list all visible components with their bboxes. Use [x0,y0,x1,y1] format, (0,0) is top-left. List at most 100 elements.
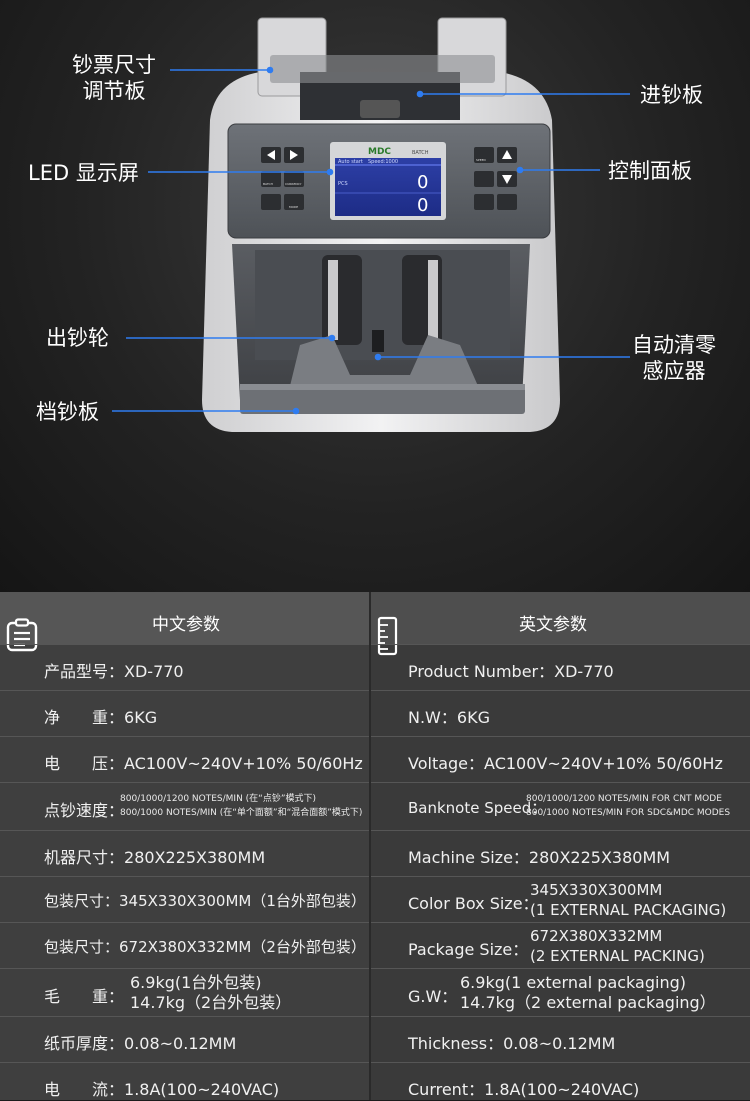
screen-pcs-label: PCS [338,181,348,187]
spec-row: 净 重：6KG [0,690,369,737]
spec-row: Thickness：0.08~0.12MM [371,1016,750,1063]
spec-row: 电 压：AC100V~240V+10% 50/60Hz [0,736,369,783]
spec-value-line: 800/1000 NOTES/MIN (在“单个面额”和“混合面额”模式下) [120,808,363,818]
spec-label: 电 流： [44,1080,125,1099]
spec-value: 280X225X380MM [124,848,266,867]
speed-button-label: SPEED [476,158,486,162]
english-spec-column: 英文参数 Product Number：XD-770 N.W：6KG Volta… [371,592,750,1100]
spec-row: Banknote Speed： 800/1000/1200 NOTES/MIN … [371,782,750,831]
spec-table: 中文参数 产品型号：XD-770 净 重：6KG 电 压：AC100V~240V… [0,592,750,1100]
spec-value-line: 800/1000 NOTES/MIN FOR SDC&MDC MODES [526,808,731,818]
spec-value: XD-770 [554,662,614,681]
spec-label: Color Box Size： [408,894,539,913]
spec-value: 1.8A(100~240VAC) [124,1080,280,1099]
spec-value: 672X380X332MM（2台外部包装） [119,938,366,956]
spec-row: 电 流：1.8A(100~240VAC) [0,1062,369,1101]
screen-count-top: 0 [417,172,429,193]
callout-feed-board: 进钞板 [640,83,703,107]
screen-count-bottom: 0 [417,195,429,216]
spec-value: 0.08~0.12MM [503,1034,616,1053]
chinese-column-title: 中文参数 [152,615,220,635]
spec-row: 产品型号：XD-770 [0,644,369,691]
callout-size-board: 钞票尺寸 调节板 [72,52,156,104]
spec-row: 机器尺寸：280X225X380MM [0,830,369,877]
spec-row: Current：1.8A(100~240VAC) [371,1062,750,1101]
spec-value-line: 14.7kg（2 external packaging） [460,993,716,1012]
spec-row: 包装尺寸：672X380X332MM（2台外部包装） [0,922,369,969]
screen-brand: MDC [368,147,392,157]
callout-sensor-line2: 感应器 [642,359,706,383]
spec-row: Machine Size：280X225X380MM [371,830,750,877]
spec-value-line: (2 EXTERNAL PACKING) [530,947,705,965]
spec-value: 345X330X300MM（1台外部包装） [119,892,366,910]
ruler-icon [377,616,398,656]
spec-label: Product Number： [408,662,555,681]
spec-row: Voltage：AC100V~240V+10% 50/60Hz [371,736,750,783]
spec-label: 产品型号： [44,662,125,681]
spec-value-line: 14.7kg（2台外包装） [130,993,292,1012]
spec-row: Package Size： 672X380X332MM (2 EXTERNAL … [371,922,750,969]
spec-row: G.W： 6.9kg(1 external packaging) 14.7kg（… [371,968,750,1017]
batch-button-label: BATCH [263,182,273,186]
spec-value: 6KG [456,708,490,727]
spec-value: 1.8A(100~240VAC) [484,1080,640,1099]
spec-value: XD-770 [124,662,184,681]
product-hero: MDC BATCH Auto start Speed:1000 PCS 0 0 … [0,0,750,592]
callout-auto-clear-sensor: 自动清零 感应器 [632,332,716,384]
spec-label: Package Size： [408,940,529,959]
screen-auto-start: Auto start [338,159,363,165]
spec-label: 电 压： [44,754,125,773]
spec-row: Color Box Size： 345X330X300MM (1 EXTERNA… [371,876,750,923]
spec-value-line: 6.9kg(1 external packaging) [460,973,686,992]
callout-control-panel: 控制面板 [608,159,692,183]
spec-label: 净 重： [44,708,125,727]
spec-value: 280X225X380MM [528,848,671,867]
spec-label: 包装尺寸： [44,892,120,910]
clipboard-icon [6,618,38,652]
column-divider [369,592,371,1100]
spec-value-line: 672X380X332MM [530,927,663,945]
spec-label: Current： [408,1080,485,1099]
spec-label: G.W： [408,987,458,1006]
callout-size-board-line2: 调节板 [82,79,146,103]
screen-batch-label: BATCH [412,150,429,156]
spec-label: Banknote Speed： [408,799,547,817]
spec-value-line: 345X330X300MM [530,881,663,899]
spec-row: 点钞速度： 800/1000/1200 NOTES/MIN (在“点钞”模式下)… [0,782,369,831]
spec-row: 纸币厚度：0.08~0.12MM [0,1016,369,1063]
spec-value-line: 800/1000/1200 NOTES/MIN (在“点钞”模式下) [120,794,317,804]
spec-value: AC100V~240V+10% 50/60Hz [124,754,363,773]
spec-row: 毛 重： 6.9kg(1台外包装) 14.7kg（2台外包装） [0,968,369,1017]
spec-label: N.W： [408,708,457,727]
spec-label: 机器尺寸： [44,848,125,867]
spec-label: 包装尺寸： [44,938,120,956]
chinese-spec-column: 中文参数 产品型号：XD-770 净 重：6KG 电 压：AC100V~240V… [0,592,369,1100]
spec-label: 纸币厚度： [44,1034,125,1053]
spec-label: Thickness： [408,1034,504,1053]
spec-row: 包装尺寸：345X330X300MM（1台外部包装） [0,876,369,923]
spec-row: Product Number：XD-770 [371,644,750,691]
spec-value: AC100V~240V+10% 50/60Hz [484,754,723,773]
banknote-counter-illustration [112,17,630,432]
callout-size-board-line1: 钞票尺寸 [72,53,156,77]
callout-sensor-line1: 自动清零 [632,333,716,357]
english-column-header: 英文参数 [371,592,750,656]
spec-label: Machine Size： [408,848,529,867]
currency-button-label: CURRENCY [285,182,302,186]
callout-stop-board: 档钞板 [36,400,99,424]
spec-label: Voltage： [408,754,485,773]
screen-speed: Speed:1000 [368,159,399,165]
spec-value: 6KG [124,708,158,727]
spec-label: 点钞速度： [44,801,125,820]
spec-value-line: (1 EXTERNAL PACKAGING) [530,901,727,919]
spec-value: 0.08~0.12MM [124,1034,237,1053]
spec-value-line: 6.9kg(1台外包装) [130,973,262,992]
callout-output-wheel: 出钞轮 [46,326,109,350]
spec-row: N.W：6KG [371,690,750,737]
mode-button-label: MODE [289,205,299,209]
english-column-title: 英文参数 [519,615,587,635]
chinese-column-header: 中文参数 [0,592,369,652]
spec-label: 毛 重： [44,987,125,1006]
callout-led-display: LED 显示屏 [28,161,139,185]
spec-value-line: 800/1000/1200 NOTES/MIN FOR CNT MODE [526,794,722,804]
